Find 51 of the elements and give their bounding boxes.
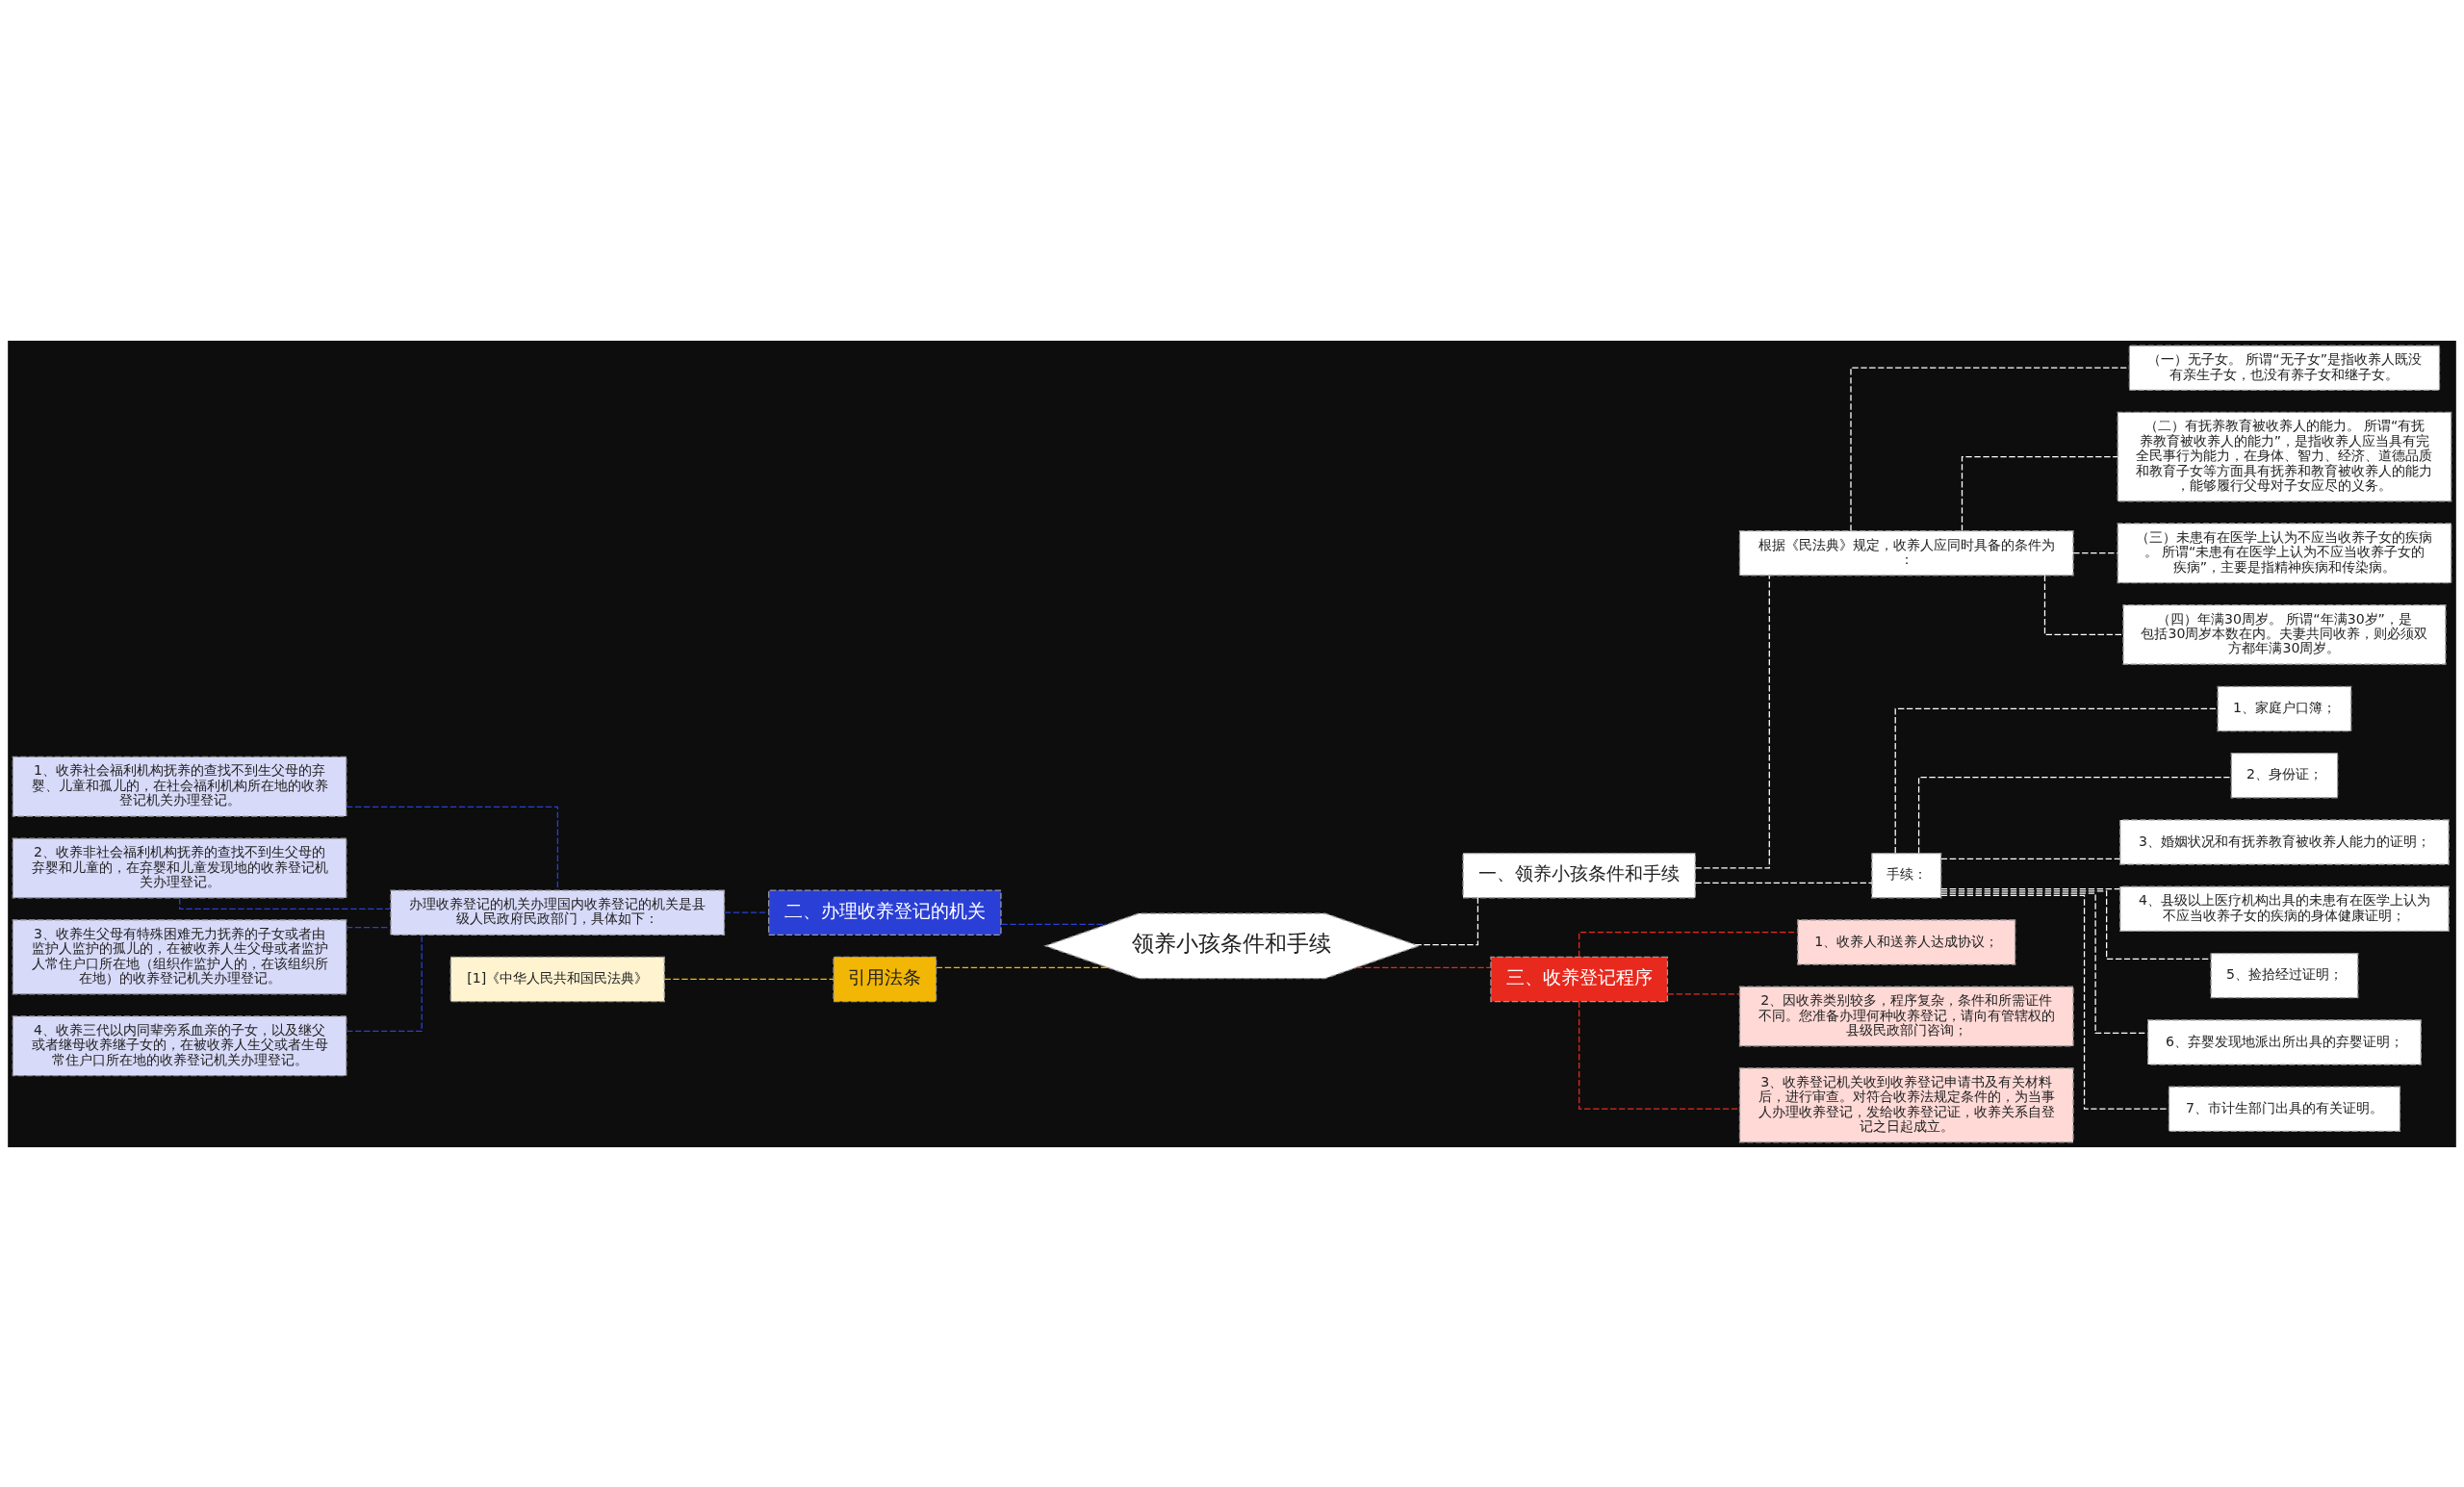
connector	[346, 806, 558, 891]
connector	[663, 978, 834, 980]
node-box: 2、因收养类别较多，程序复杂，条件和所需证件不同。您准备办理何种收养登记，请向有管辖权的县级民政部门咨询；	[1738, 986, 2074, 1046]
connector	[1355, 966, 1492, 968]
node-box: 7、市计生部门出具的有关证明。	[2168, 1085, 2401, 1132]
connector	[2043, 574, 2124, 635]
connector	[1578, 1000, 1740, 1110]
node-box: （三）未患有在医学上认为不应当收养子女的疾病。 所谓“未患有在医学上认为不应当收养子女的疾病”，主要是指精神疾病和传染病。	[2117, 522, 2452, 583]
node-box: 4、收养三代以内同辈旁系血亲的子女，以及继父或者继母收养继子女的，在被收养人生父或者生母常住户口所在地的收养登记机关办理登记。	[12, 1014, 347, 1076]
node-box: 5、捡拾经过证明；	[2210, 952, 2359, 998]
connector	[1578, 931, 1799, 958]
connector	[1694, 575, 1770, 869]
node-box: 三、收养登记程序	[1490, 956, 1669, 1002]
connector	[2072, 551, 2118, 553]
connector	[724, 911, 769, 913]
connector	[1940, 887, 2120, 889]
node-box: 1、家庭户口簿；	[2217, 685, 2352, 731]
connector	[346, 934, 423, 1032]
connector	[1940, 889, 2212, 960]
connector	[1961, 455, 2118, 531]
connector	[346, 926, 392, 928]
node-box: 3、收养登记机关收到收养登记申请书及有关材料后，进行审查。对符合收养法规定条件的，为当事人办理收养登记，发给收养登记证，收养关系自登记之日起成立。	[1738, 1066, 2074, 1142]
node-box: 3、婚姻状况和有抚养教育被收养人能力的证明；	[2119, 818, 2450, 865]
connector	[1940, 892, 2148, 1034]
connector	[1940, 858, 2120, 859]
connector	[1000, 923, 1109, 925]
node-box: 4、县级以上医疗机构出具的未患有在医学上认为不应当收养子女的疾病的身体健康证明；	[2119, 885, 2450, 932]
connector	[1894, 707, 2219, 854]
node-box: 手续：	[1871, 852, 1942, 898]
connector	[1850, 367, 2130, 531]
node-box: 二、办理收养登记的机关	[768, 888, 1002, 936]
node-box: 引用法条	[833, 956, 937, 1002]
connector	[936, 966, 1109, 968]
node-box: （二）有抚养教育被收养人的能力。 所谓“有抚养教育被收养人的能力”，是指收养人应当具有完全民事行为能力，在身体、智力、经济、道德品质和教育子女等方面具有抚养和教育被收养人的能力，能够履行父母对子女应尽的义务。	[2117, 411, 2452, 501]
node-box: （四）年满30周岁。 所谓“年满30岁”，是包括30周岁本数在内。夫妻共同收养，则必须双方都年满30周岁。	[2122, 603, 2447, 665]
node-box: 1、收养人和送养人达成协议；	[1797, 918, 2016, 965]
connector	[1414, 896, 1479, 945]
node-box: 6、弃婴发现地派出所出具的弃婴证明；	[2147, 1018, 2422, 1065]
connector	[1917, 776, 2232, 854]
node-box: 一、领养小孩条件和手续	[1462, 852, 1696, 898]
connector	[1694, 882, 1873, 884]
node-box: 2、身份证；	[2230, 752, 2339, 798]
node-box: 办理收养登记的机关办理国内收养登记的机关是县级人民政府民政部门，具体如下：	[390, 888, 726, 936]
connector	[1940, 894, 2169, 1110]
node-box: 3、收养生父母有特殊困难无力抚养的子女或者由监护人监护的孤儿的，在被收养人生父母或者监护人常住户口所在地（组织作监护人的，在该组织所在地）的收养登记机关办理登记。	[12, 918, 347, 994]
node-box: （一）无子女。 所谓“无子女”是指收养人既没有亲生子女，也没有养子女和继子女。	[2128, 345, 2441, 391]
connector	[1667, 992, 1741, 994]
node-box: [1]《中华人民共和国民法典》	[449, 956, 665, 1002]
node-box: 1、收养社会福利机构抚养的查找不到生父母的弃婴、儿童和孤儿的，在社会福利机构所在地的收养登记机关办理登记。	[12, 756, 347, 817]
node-box: 根据《民法典》规定，收养人应同时具备的条件为：	[1738, 529, 2074, 576]
node-box: 2、收养非社会福利机构抚养的查找不到生父母的弃婴和儿童的，在弃婴和儿童发现地的收养登记机关办理登记。	[12, 837, 347, 898]
